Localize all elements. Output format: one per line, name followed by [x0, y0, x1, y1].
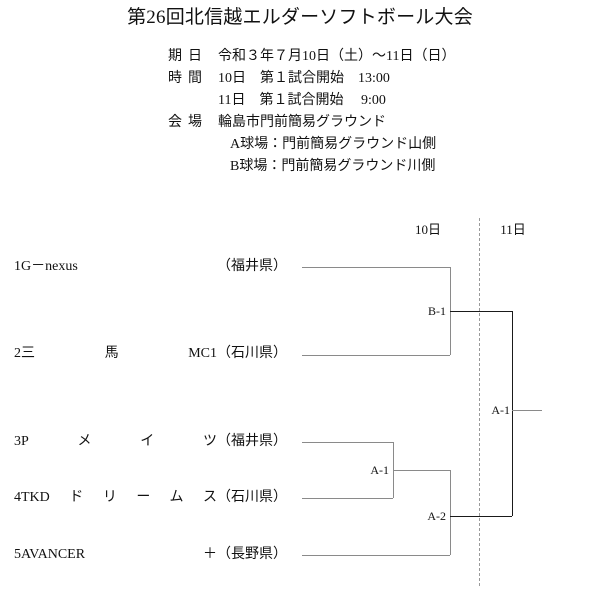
- bracket-line-a1-winner: [393, 470, 450, 471]
- info-value: A球場：門前簡易グラウンド山側: [230, 137, 437, 152]
- info-row: A球場：門前簡易グラウンド山側: [168, 134, 455, 156]
- team-prefecture: （石川県）: [217, 346, 287, 361]
- info-row: 会場 輪島市門前簡易グラウンド: [168, 112, 455, 134]
- info-value: B球場：門前簡易グラウンド川側: [230, 159, 436, 174]
- match-label-a1-round1: A-1: [370, 463, 389, 477]
- team-entry-1: 1G－nexus （福井県）: [14, 258, 287, 276]
- bracket-line-team5: [302, 555, 450, 556]
- info-label: 期日: [168, 49, 208, 64]
- info-label: 時間: [168, 71, 208, 86]
- bracket-line-team4: [302, 498, 393, 499]
- bracket-line-a2-winner: [450, 516, 512, 517]
- match-label-final: A-1: [491, 403, 510, 417]
- info-label: 会場: [168, 115, 208, 130]
- bracket-line-team1: [302, 267, 450, 268]
- match-label-b1: B-1: [428, 304, 446, 318]
- bracket-line-champion: [512, 410, 542, 411]
- page-title: 第26回北信越エルダーソフトボール大会: [127, 7, 473, 28]
- team-entry-2: 2三馬MC1（石川県）: [14, 345, 287, 363]
- day-header-10: 10日: [414, 222, 441, 237]
- team-seed: 3: [14, 434, 21, 449]
- team-prefecture: （福井県）: [217, 259, 287, 274]
- info-value: 令和３年７月10日（土）〜11日（日）: [218, 49, 456, 64]
- bracket-line-team2: [302, 355, 450, 356]
- team-name: G－nexus: [21, 259, 78, 274]
- team-name: TKDドリームス: [21, 490, 217, 505]
- event-info-block: 期日 令和３年７月10日（土）〜11日（日） 時間 10日 第１試合開始 13:…: [168, 46, 455, 178]
- bracket-join-a2: [450, 470, 451, 555]
- bracket-line-team3: [302, 442, 393, 443]
- info-row: 11日 第１試合開始 9:00: [168, 90, 455, 112]
- team-name: Pメイツ: [21, 434, 217, 449]
- bracket-join-b1: [450, 267, 451, 355]
- bracket-line-b1-winner: [450, 311, 512, 312]
- info-value: 輪島市門前簡易グラウンド: [218, 115, 386, 130]
- bracket-join-final: [512, 311, 513, 516]
- team-name: 三馬MC1: [21, 346, 217, 361]
- team-seed: 1: [14, 259, 21, 274]
- team-seed: 2: [14, 346, 21, 361]
- team-entry-4: 4TKDドリームス（石川県）: [14, 489, 287, 507]
- day-header-11: 11日: [500, 222, 526, 237]
- match-label-a2: A-2: [427, 509, 446, 523]
- info-row: B球場：門前簡易グラウンド川側: [168, 156, 455, 178]
- info-value: 11日 第１試合開始 9:00: [218, 93, 386, 108]
- team-entry-5: 5AVANCER＋（長野県）: [14, 546, 287, 564]
- team-entry-3: 3Pメイツ（福井県）: [14, 433, 287, 451]
- team-seed: 5: [14, 547, 21, 562]
- team-seed: 4: [14, 490, 21, 505]
- team-prefecture: （福井県）: [217, 434, 287, 449]
- info-row: 期日 令和３年７月10日（土）〜11日（日）: [168, 46, 455, 68]
- team-prefecture: （長野県）: [217, 547, 287, 562]
- info-value: 10日 第１試合開始 13:00: [218, 71, 390, 86]
- info-row: 時間 10日 第１試合開始 13:00: [168, 68, 455, 90]
- day-separator-line: [479, 218, 480, 586]
- team-name: AVANCER＋: [21, 547, 217, 562]
- bracket-join-a1-round1: [393, 442, 394, 498]
- team-prefecture: （石川県）: [217, 490, 287, 505]
